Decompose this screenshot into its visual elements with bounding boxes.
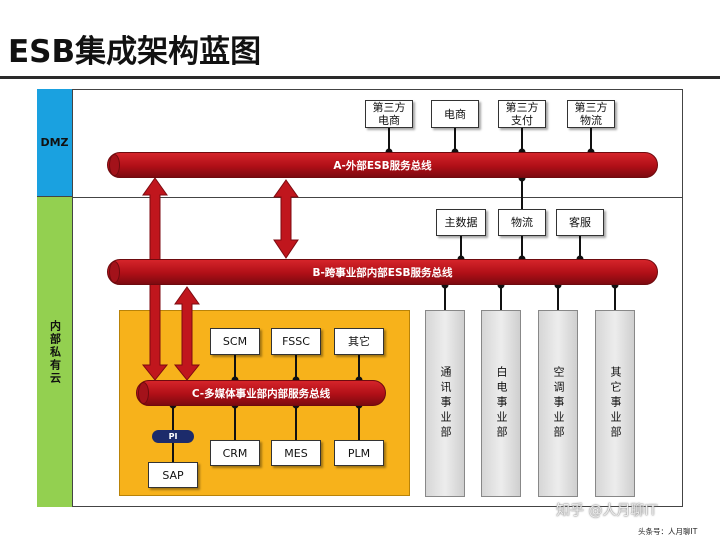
pi-connector: PI bbox=[152, 430, 194, 443]
bus-b-cross-division: B-跨事业部内部ESB服务总线 bbox=[107, 259, 658, 285]
service-ecommerce: 电商 bbox=[431, 100, 479, 128]
service-customer-service: 客服 bbox=[556, 209, 604, 236]
business-unit-white-goods: 白电事业部 bbox=[481, 310, 521, 497]
system-sap: SAP bbox=[148, 462, 198, 488]
arrow-b-to-c bbox=[173, 286, 201, 381]
system-scm: SCM bbox=[210, 328, 260, 355]
title-divider bbox=[0, 76, 720, 79]
system-plm: PLM bbox=[334, 440, 384, 466]
zone-internal-label: 内部私有云 bbox=[37, 197, 73, 507]
service-master-data: 主数据 bbox=[436, 209, 486, 236]
service-third-party-payment: 第三方 支付 bbox=[498, 100, 546, 128]
zone-divider bbox=[73, 197, 683, 198]
watermark: 知乎 @人月聊IT bbox=[556, 503, 658, 519]
business-unit-communications: 通讯事业部 bbox=[425, 310, 465, 497]
footer-credit: 头条号：人月聊IT bbox=[638, 527, 698, 536]
bus-a-label: A-外部ESB服务总线 bbox=[333, 159, 432, 172]
bus-c-label: C-多媒体事业部内部服务总线 bbox=[191, 387, 331, 400]
arrow-a-to-b bbox=[273, 179, 299, 259]
system-mes: MES bbox=[271, 440, 321, 466]
business-unit-air-conditioning: 空调事业部 bbox=[538, 310, 578, 497]
business-unit-other: 其它事业部 bbox=[595, 310, 635, 497]
page-title: ESB集成架构蓝图 bbox=[8, 34, 262, 70]
zone-dmz-label: DMZ bbox=[37, 89, 73, 197]
system-crm: CRM bbox=[210, 440, 260, 466]
bus-b-label: B-跨事业部内部ESB服务总线 bbox=[312, 266, 453, 279]
service-third-party-logistics: 第三方 物流 bbox=[567, 100, 615, 128]
service-logistics: 物流 bbox=[498, 209, 546, 236]
bus-c-media: C-多媒体事业部内部服务总线 bbox=[136, 380, 386, 406]
bus-a-external: A-外部ESB服务总线 bbox=[107, 152, 658, 178]
system-other: 其它 bbox=[334, 328, 384, 355]
system-fssc: FSSC bbox=[271, 328, 321, 355]
service-third-party-ecommerce: 第三方 电商 bbox=[365, 100, 413, 128]
